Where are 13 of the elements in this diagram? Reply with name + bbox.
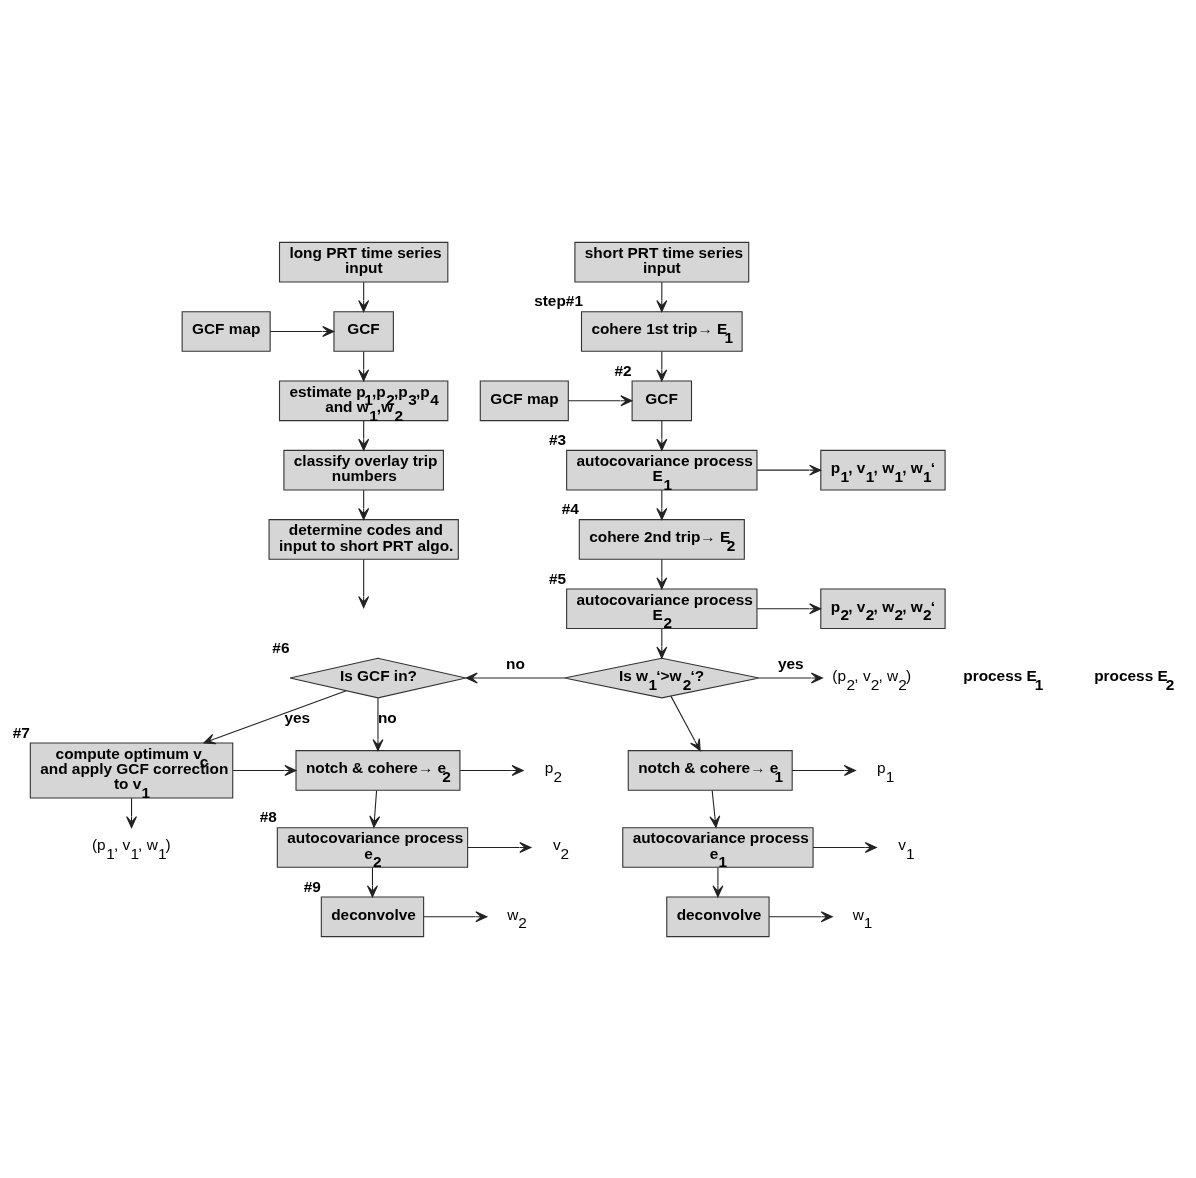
edge-label: no [505, 654, 525, 672]
node-label: step#1 [534, 291, 583, 309]
node-label: #6 [272, 638, 290, 656]
edge-label: yes [284, 708, 311, 726]
node-label: #2 [614, 361, 632, 379]
node-label: #3 [549, 430, 567, 448]
node-label: #8 [259, 807, 277, 825]
node-label: #9 [303, 877, 321, 895]
node-label: #4 [561, 499, 579, 517]
edge-label: no [377, 708, 397, 726]
edge-label: yes [778, 654, 804, 672]
node-label: #5 [549, 569, 567, 587]
node-label: #7 [12, 723, 30, 741]
